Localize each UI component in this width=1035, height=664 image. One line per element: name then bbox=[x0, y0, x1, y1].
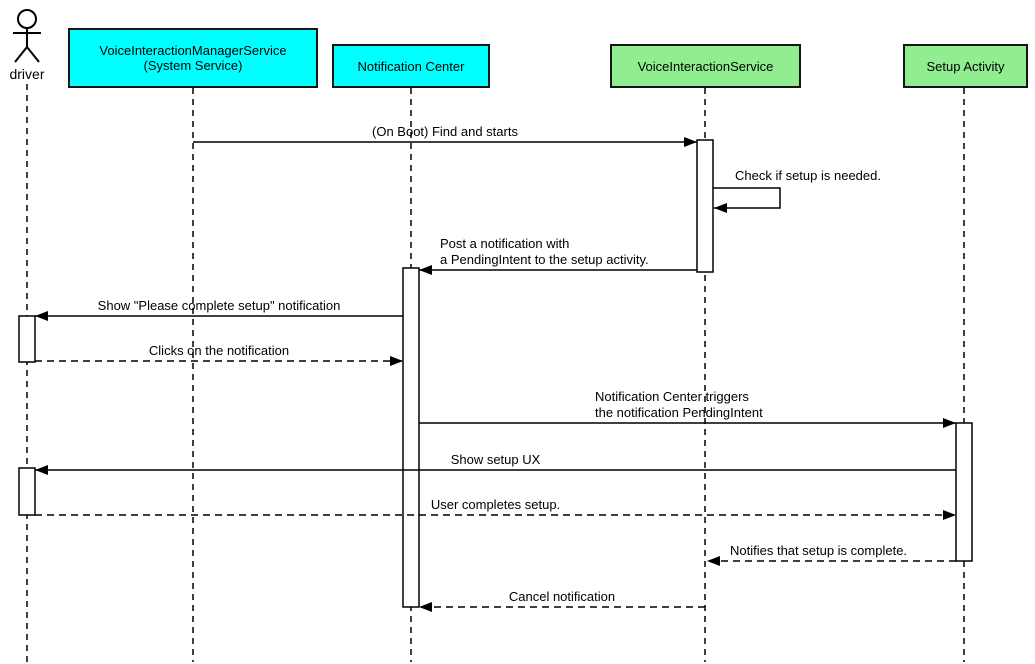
message-label-clicks-notification: Clicks on the notification bbox=[148, 343, 290, 358]
message-arrow-check-if-setup-needed bbox=[713, 187, 781, 213]
message-label-cancel-notification: Cancel notification bbox=[508, 589, 616, 604]
message-label-show-complete-setup-notification: Show "Please complete setup" notificatio… bbox=[97, 298, 341, 313]
message-label-show-setup-ux: Show setup UX bbox=[450, 452, 541, 467]
participant-setup-activity: Setup Activity bbox=[903, 44, 1028, 88]
actor-label-driver: driver bbox=[9, 66, 45, 82]
message-label-triggers-pendingintent: Notification Center triggers the notific… bbox=[595, 389, 763, 420]
message-label-user-completes-setup: User completes setup. bbox=[430, 497, 561, 512]
message-label-find-and-starts: (On Boot) Find and starts bbox=[372, 124, 518, 139]
activation-voice-interaction-service bbox=[696, 139, 714, 273]
participant-voice-interaction-manager-service: VoiceInteractionManagerService (System S… bbox=[68, 28, 318, 88]
message-label-check-if-setup-needed: Check if setup is needed. bbox=[735, 168, 881, 183]
message-label-notifies-setup-complete: Notifies that setup is complete. bbox=[730, 543, 908, 558]
activation-driver-2 bbox=[18, 467, 36, 516]
activation-setup-activity bbox=[955, 422, 973, 562]
activation-driver-1 bbox=[18, 315, 36, 363]
participant-notification-center: Notification Center bbox=[332, 44, 490, 88]
participant-voice-interaction-service: VoiceInteractionService bbox=[610, 44, 801, 88]
activation-notification-center bbox=[402, 267, 420, 608]
message-label-post-notification: Post a notification with a PendingIntent… bbox=[440, 236, 649, 267]
actor-icon bbox=[13, 9, 41, 63]
